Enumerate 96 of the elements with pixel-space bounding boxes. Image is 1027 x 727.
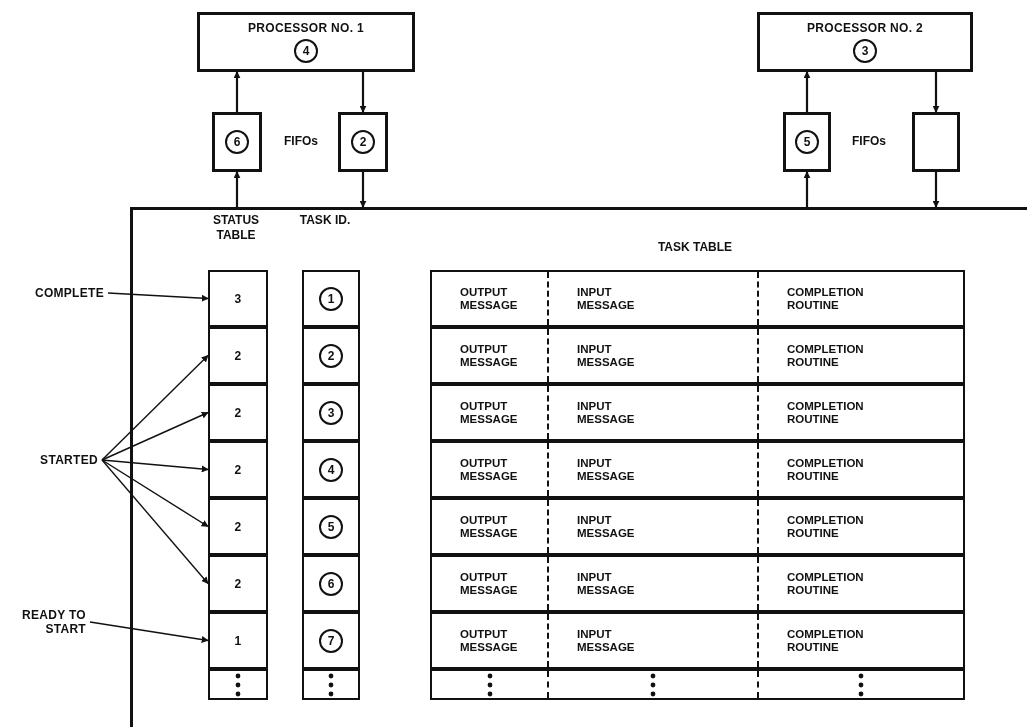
arrow	[233, 171, 241, 207]
circled-number: 2	[319, 343, 343, 368]
cell-text: INPUT MESSAGE	[577, 456, 636, 483]
processor-box	[757, 12, 973, 72]
circled-number: 7	[319, 628, 343, 653]
node-text: 2	[234, 519, 242, 534]
circled-number: 3	[853, 39, 877, 63]
table-cell	[302, 669, 360, 700]
cell-text: OUTPUT MESSAGE	[460, 285, 519, 312]
cell-text: COMPLETION ROUTINE	[787, 285, 865, 312]
table-cell	[302, 270, 360, 327]
circled-number: 6	[319, 571, 343, 596]
table-cell	[302, 498, 360, 555]
arrow	[101, 459, 209, 585]
state-label-text: READY TO START	[21, 608, 86, 636]
node-text: 3	[234, 291, 242, 306]
circled-number: 5	[795, 130, 819, 154]
arrow	[803, 71, 811, 112]
cell-text: INPUT MESSAGE	[577, 342, 636, 369]
label-text: FIFOs	[851, 134, 887, 149]
label-text: FIFOs	[283, 134, 319, 149]
arrow	[932, 172, 940, 208]
task-table-row	[430, 441, 965, 498]
cell-text: INPUT MESSAGE	[577, 570, 636, 597]
node-text: 2	[234, 462, 242, 477]
state-label-text: COMPLETE	[34, 286, 104, 300]
label-text: STATUS TABLE	[211, 213, 261, 243]
table-cell	[208, 327, 268, 384]
state-label-text: STARTED	[40, 453, 98, 467]
circled-number: 5	[319, 514, 343, 539]
cell-text: COMPLETION ROUTINE	[787, 456, 865, 483]
cell-text: INPUT MESSAGE	[577, 285, 636, 312]
table-cell	[302, 327, 360, 384]
cell-text: COMPLETION ROUTINE	[787, 342, 865, 369]
cell-text: INPUT MESSAGE	[577, 627, 636, 654]
circled-number: 3	[319, 400, 343, 425]
arrow	[101, 459, 209, 528]
circled-number: 1	[319, 286, 343, 311]
node-text: PROCESSOR NO. 2	[807, 21, 923, 35]
table-cell	[302, 441, 360, 498]
cell-text: OUTPUT MESSAGE	[460, 513, 519, 540]
cell-text: OUTPUT MESSAGE	[460, 627, 519, 654]
task-table-row	[430, 612, 965, 669]
processor-box	[197, 12, 415, 72]
arrow	[932, 72, 940, 113]
cell-text: COMPLETION ROUTINE	[787, 570, 865, 597]
cell-text: OUTPUT MESSAGE	[460, 456, 519, 483]
table-cell	[208, 270, 268, 327]
table-cell	[302, 555, 360, 612]
cell-text: OUTPUT MESSAGE	[460, 399, 519, 426]
cell-text: COMPLETION ROUTINE	[787, 513, 865, 540]
cell-text: COMPLETION ROUTINE	[787, 627, 865, 654]
arrow	[107, 292, 209, 302]
arrow	[233, 71, 241, 112]
cell-text: INPUT MESSAGE	[577, 399, 636, 426]
node-text: 2	[234, 576, 242, 591]
node-text: 2	[234, 405, 242, 420]
fifo-box	[338, 112, 388, 172]
cell-text: INPUT MESSAGE	[577, 513, 636, 540]
task-table-row	[430, 669, 965, 700]
task-table-row	[430, 384, 965, 441]
arrow	[359, 172, 367, 208]
circled-number: 6	[225, 130, 249, 154]
node-text: 1	[234, 633, 242, 648]
node-text: 2	[234, 348, 242, 363]
table-cell	[208, 669, 268, 700]
table-cell	[302, 384, 360, 441]
circled-number: 2	[351, 130, 375, 154]
label-text: TASK TABLE	[656, 240, 734, 255]
arrow	[101, 459, 209, 473]
task-table-row	[430, 270, 965, 327]
fifo-box	[783, 112, 831, 172]
fifo-box	[212, 112, 262, 172]
task-table-row	[430, 327, 965, 384]
circled-number: 4	[319, 457, 343, 482]
cell-text: OUTPUT MESSAGE	[460, 570, 519, 597]
circled-number: 4	[294, 39, 318, 63]
table-cell	[208, 612, 268, 669]
table-cell	[208, 555, 268, 612]
arrow	[359, 72, 367, 113]
arrow	[803, 171, 811, 207]
table-cell	[208, 498, 268, 555]
table-cell	[302, 612, 360, 669]
table-cell	[208, 441, 268, 498]
node-text: PROCESSOR NO. 1	[248, 21, 364, 35]
arrow	[101, 354, 209, 461]
cell-text: OUTPUT MESSAGE	[460, 342, 519, 369]
memory-region	[130, 207, 1027, 727]
task-table-row	[430, 555, 965, 612]
arrow	[101, 411, 209, 461]
arrow	[89, 621, 209, 643]
table-cell	[208, 384, 268, 441]
task-table-row	[430, 498, 965, 555]
fifo-box	[912, 112, 960, 172]
cell-text: COMPLETION ROUTINE	[787, 399, 865, 426]
label-text: TASK ID.	[298, 213, 352, 228]
